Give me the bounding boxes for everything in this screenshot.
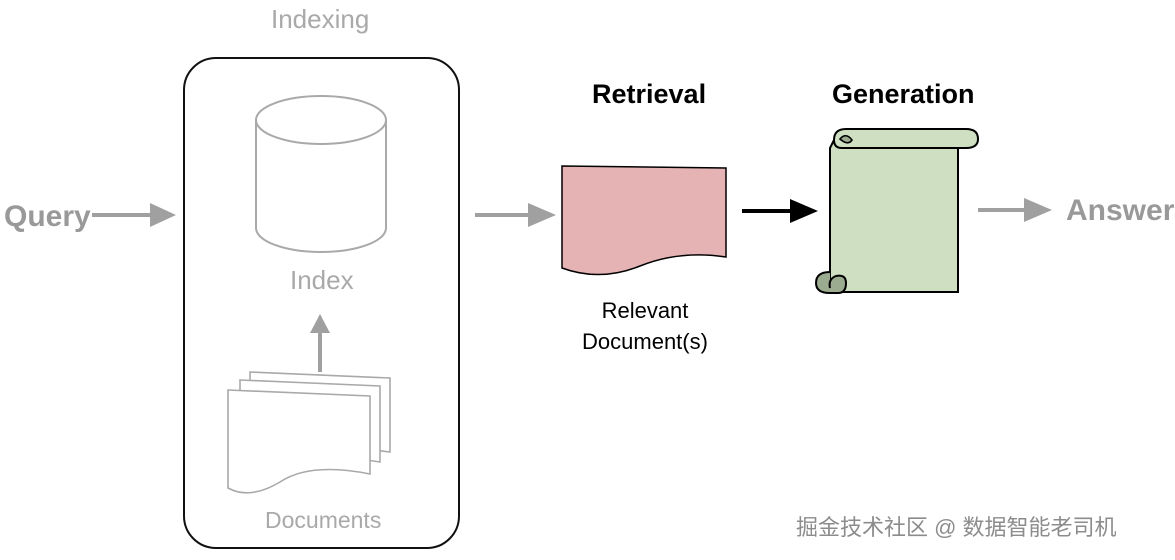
database-icon (255, 95, 387, 253)
generation-title: Generation (832, 79, 975, 109)
arrow-retrieval-to-generation (742, 199, 818, 223)
relevant-caption-line1: Relevant (601, 298, 689, 323)
arrow-generation-to-answer (978, 198, 1052, 222)
relevant-caption-line2: Document(s) (582, 328, 708, 354)
answer-label: Answer (1066, 194, 1175, 227)
documents-label: Documents (265, 507, 382, 533)
relevant-document-icon (561, 165, 727, 276)
arrow-query-to-indexing (92, 203, 176, 227)
index-label: Index (290, 265, 354, 295)
query-label: Query (4, 200, 91, 233)
arrow-documents-to-index (310, 314, 330, 372)
retrieval-title: Retrieval (592, 79, 707, 109)
scroll-icon (814, 128, 980, 294)
relevant-documents-caption: Relevant Document(s) (566, 296, 724, 358)
arrow-indexing-to-retrieval (475, 203, 556, 227)
watermark-text: 掘金技术社区 @ 数据智能老司机 (796, 515, 1117, 540)
documents-stack-icon (227, 371, 391, 494)
indexing-title: Indexing (271, 4, 370, 34)
indexing-box (183, 57, 460, 549)
